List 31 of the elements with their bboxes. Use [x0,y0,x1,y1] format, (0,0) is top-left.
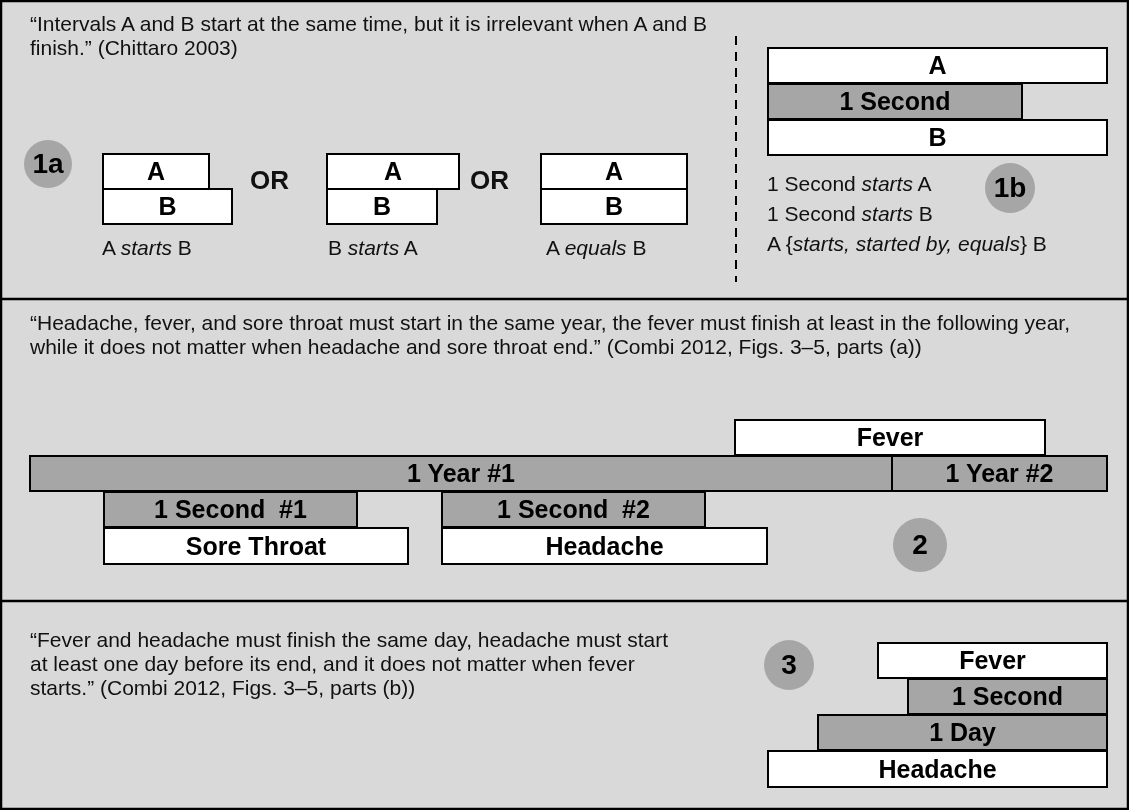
relation-text: 1 Second starts B [767,202,933,226]
interval-bar: B [540,188,688,225]
interval-bar: A [326,153,460,190]
interval-bar: A [767,47,1108,84]
interval-bar: A [102,153,210,190]
or-text: OR [470,168,509,192]
relation-caption: B starts A [328,236,418,260]
interval-bar: 1 Second [907,678,1108,715]
or-text: OR [250,168,289,192]
interval-bar: 1 Second #1 [103,491,358,528]
interval-bar: 1 Second #2 [441,491,706,528]
interval-bar: B [326,188,438,225]
relation-caption: A starts B [102,236,192,260]
quote-text: “Fever and headache must finish the same day, headache must start at least one day before its end, and it does not matter when fever starts.” (Combi 2012, Figs. 3–5, parts (b)) [30,628,670,700]
relation-caption: A equals B [546,236,647,260]
interval-bar: B [767,119,1108,156]
quote-text: “Intervals A and B start at the same time, but it is irrelevant when A and B finish.” (Chittaro 2003) [30,12,708,60]
interval-bar: 1 Second [767,83,1023,120]
interval-bar: Sore Throat [103,527,409,565]
relation-text: A {starts, started by, equals} B [767,232,1047,256]
interval-bar: Headache [441,527,768,565]
relation-text: 1 Second starts A [767,172,932,196]
quote-text: “Headache, fever, and sore throat must start in the same year, the fever must finish at least in the following year, while it does not matter when headache and sore throat end.” (Combi 2012, Figs. 3–5, parts (a)) [30,311,1072,359]
interval-bar: Fever [734,419,1046,456]
interval-bar: B [102,188,233,225]
interval-bar: 1 Day [817,714,1108,751]
interval-bar: 1 Year #1 [29,455,893,492]
interval-bar: Fever [877,642,1108,679]
interval-bar: 1 Year #2 [891,455,1108,492]
interval-bar: A [540,153,688,190]
interval-bar: Headache [767,750,1108,788]
